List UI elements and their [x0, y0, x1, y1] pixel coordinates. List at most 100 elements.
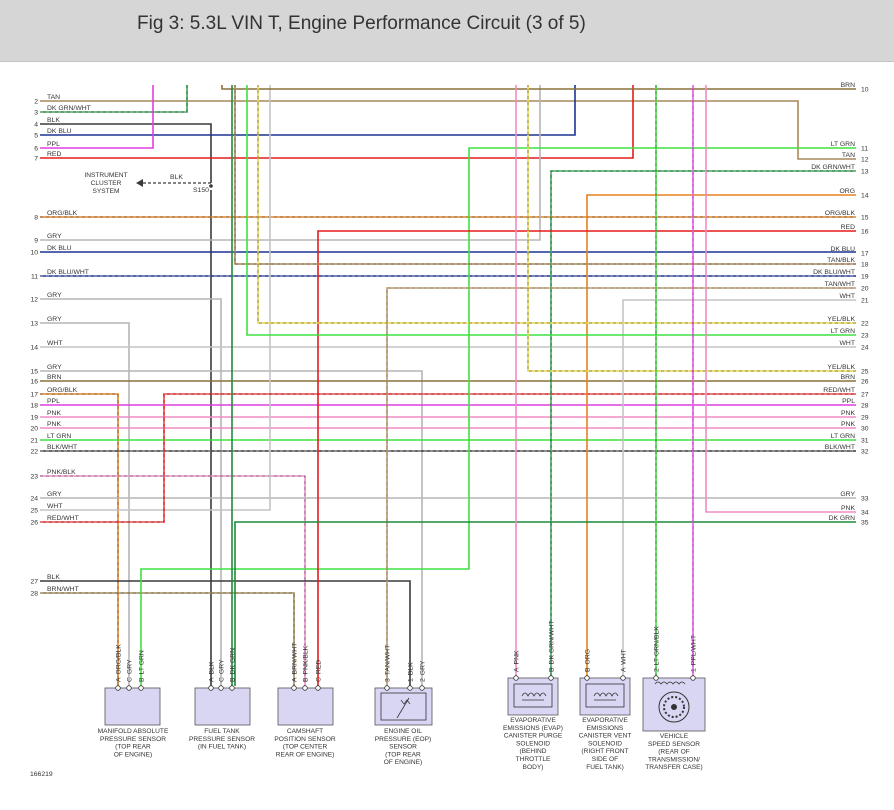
- tone-wheel-icon: [663, 696, 685, 718]
- right-wire-label: WHT: [840, 340, 855, 347]
- left-wire-number: 24: [30, 496, 38, 503]
- left-wire-label: DK BLU: [47, 245, 72, 252]
- component-body: [579, 677, 631, 716]
- pin-label: ABLK: [209, 661, 216, 682]
- pin-id: 2: [420, 678, 427, 682]
- right-wire-number: 24: [861, 345, 869, 352]
- pin-terminal-icon: [302, 685, 308, 691]
- component-caption: SOLENOID: [588, 740, 622, 747]
- component-caption: PRESSURE SENSOR: [100, 736, 166, 743]
- right-wire-label: LT GRN: [831, 328, 855, 335]
- component-body: [277, 687, 334, 726]
- left-wire-label: TAN: [47, 94, 60, 101]
- pin-label: AORG/BLK: [116, 644, 123, 682]
- pin-label: BORG: [585, 649, 592, 672]
- wire-trace: [317, 230, 856, 686]
- wire-trace: [40, 85, 541, 241]
- pin-label: CGRY: [219, 659, 226, 682]
- arrow-left-icon: [136, 179, 143, 187]
- pin-label: AWHT: [621, 649, 628, 672]
- right-wire-number: 26: [861, 379, 869, 386]
- pin-terminal-icon: [419, 685, 425, 691]
- pin-wire: PNK/BLK: [303, 645, 310, 674]
- zigzag-icon: [400, 699, 411, 705]
- pin-label: 2GRY: [420, 660, 427, 682]
- pin-id: B: [230, 677, 237, 682]
- component-caption: FUEL TANK: [204, 728, 240, 735]
- left-wire-number: 11: [31, 274, 38, 281]
- pin-wire: GRY: [219, 659, 226, 674]
- right-wire-label: WHT: [840, 293, 855, 300]
- left-wire-number: 8: [34, 215, 38, 222]
- pin-wire: DK GRN/WHT: [549, 621, 556, 665]
- left-wire-label: ORG/BLK: [47, 210, 78, 217]
- right-wire-label: PPL: [842, 398, 855, 405]
- right-wire-label: BRN: [841, 374, 855, 381]
- right-wire-label: DK BLU: [830, 246, 855, 253]
- right-wire-number: 19: [861, 274, 869, 281]
- wire-trace: [40, 322, 130, 686]
- left-wire-number: 22: [30, 449, 38, 456]
- left-wire-label: PPL: [47, 398, 60, 405]
- left-wire-label: BLK: [47, 117, 60, 124]
- splice-dot-icon: [209, 184, 213, 188]
- right-wire-label: ORG: [840, 188, 855, 195]
- component-caption: REAR OF ENGINE): [276, 751, 335, 758]
- pin-id: A: [292, 677, 299, 682]
- right-wire-label: ORG/BLK: [825, 210, 856, 217]
- left-wire-number: 12: [30, 297, 38, 304]
- pin-terminal-icon: [407, 685, 413, 691]
- right-wire-number: 22: [861, 321, 869, 328]
- left-wire-number: 27: [30, 579, 38, 586]
- left-wire-number: 17: [30, 392, 38, 399]
- wire-trace: [40, 85, 154, 149]
- left-wire-label: BLK: [47, 574, 60, 581]
- right-wire-number: 23: [861, 333, 869, 340]
- right-wire-number: 28: [861, 403, 869, 410]
- pin-wire: ORG/BLK: [116, 644, 123, 675]
- pin-label: A PNK: [514, 650, 521, 672]
- component-caption: ENGINE OIL: [384, 728, 422, 735]
- pin-id: 2: [654, 668, 661, 672]
- pin-terminal-icon: [229, 685, 235, 691]
- left-wire-number: 28: [30, 591, 38, 598]
- right-wire-number: 12: [861, 157, 869, 164]
- pin-label: 3TAN/WHT: [385, 645, 392, 682]
- left-wire-label: BRN: [47, 374, 61, 381]
- right-wire-label: BRN: [841, 82, 855, 89]
- component-caption: TRANSMISSION/: [648, 756, 700, 763]
- pin-id: A: [514, 667, 521, 672]
- wire-trace: [527, 85, 856, 372]
- component-caption: MANIFOLD ABSOLUTE: [98, 728, 169, 735]
- pin-label: BDK GRN: [230, 648, 237, 682]
- pin-label: 2LT GRN/BLK: [654, 626, 661, 672]
- left-wire-label: PNK: [47, 421, 61, 428]
- wire-trace-tracer: [386, 287, 856, 686]
- component-caption: SENSOR: [389, 744, 417, 751]
- left-wire-label: LT GRN: [47, 433, 71, 440]
- left-wire-label: WHT: [47, 503, 62, 510]
- left-wire-number: 20: [30, 426, 38, 433]
- wire-trace-tracer: [550, 170, 856, 686]
- pin-terminal-icon: [218, 685, 224, 691]
- wire-trace: [40, 592, 295, 686]
- wire-trace: [40, 85, 576, 136]
- pin-terminal-icon: [115, 685, 121, 691]
- component-body: [374, 687, 433, 726]
- component-caption: THROTTLE: [516, 756, 551, 763]
- pin-wire: PNK: [514, 650, 521, 664]
- wire-trace: [140, 147, 856, 686]
- component-caption: (TOP REAR: [385, 751, 421, 758]
- left-wire-label: DK BLU/WHT: [47, 269, 89, 276]
- left-wire-number: 5: [34, 133, 38, 140]
- component-caption: SIDE OF: [592, 756, 618, 763]
- pin-label: CGRY: [127, 659, 134, 682]
- pin-id: 1: [691, 668, 698, 672]
- pin-wire: GRY: [127, 659, 134, 674]
- component-caption: EMISSIONS (EVAP): [503, 725, 563, 732]
- pin-terminal-icon: [690, 675, 696, 681]
- component-caption: PRESSURE SENSOR: [189, 736, 255, 743]
